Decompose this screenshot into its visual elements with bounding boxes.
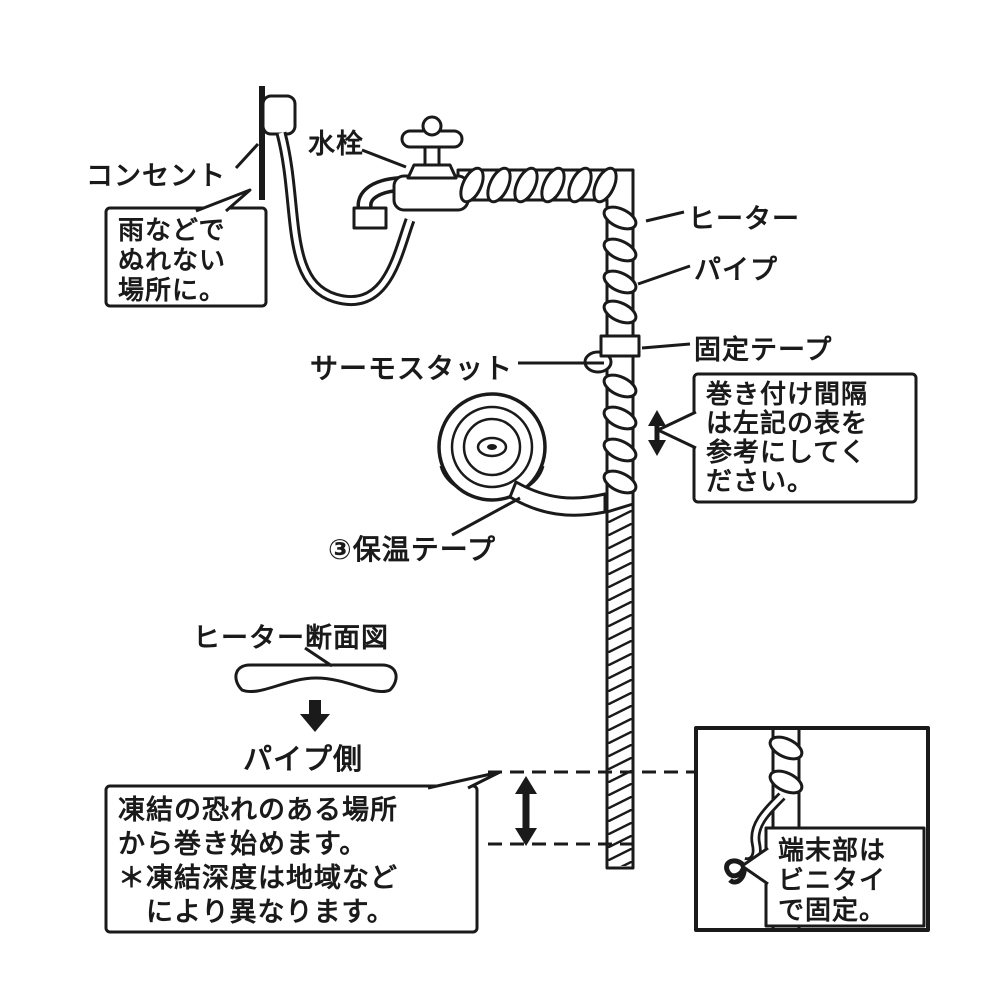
fixing-tape-label: 固定テープ <box>694 335 833 366</box>
interval-line-4: ださい。 <box>706 467 815 497</box>
terminal-callout-text: 端末部は ビニタイ で固定。 <box>778 836 886 926</box>
terminal-inset-box <box>694 726 930 932</box>
heater-label: ヒーター <box>688 204 800 235</box>
terminal-line-2: ビニタイ <box>778 866 887 896</box>
fixing-tape-band <box>599 334 641 358</box>
faucet-body <box>392 174 470 212</box>
interval-line-2: は左記の表を <box>706 409 869 439</box>
interval-callout-text: 巻き付け間隔 は左記の表を 参考にしてく ださい。 <box>706 381 868 497</box>
leader-pipe <box>637 264 691 286</box>
ground-lines <box>488 770 694 846</box>
freeze-line-2: から巻き始めます。 <box>118 829 368 860</box>
freeze-callout-text: 凍結の恐れのある場所 から巻き始めます。 ＊凍結深度は地域など により異なります… <box>118 794 398 930</box>
rain-line-1: 雨などで <box>118 216 226 246</box>
rain-callout-text: 雨などで ぬれない 場所に。 <box>118 216 226 306</box>
insulated-pipe-wrap <box>606 502 634 866</box>
interval-callout-box <box>656 372 918 504</box>
outlet-plug-icon <box>261 94 297 136</box>
pipe-label: パイプ <box>694 255 778 286</box>
depth-arrow <box>515 776 537 846</box>
tape-strip <box>508 480 607 517</box>
rain-line-3: 場所に。 <box>118 276 227 306</box>
leader-lines <box>234 142 691 668</box>
leader-outlet <box>234 142 260 170</box>
heater-coils <box>459 166 638 495</box>
pipe-side-label: パイプ側 <box>243 742 364 776</box>
leader-faucet <box>361 148 407 169</box>
rain-line-2: ぬれない <box>118 246 227 276</box>
leader-cross-section <box>304 646 333 668</box>
faucet <box>352 115 470 230</box>
cross-section-label: ヒーター断面図 <box>193 623 389 654</box>
interval-line-3: 参考にしてく <box>706 438 867 468</box>
tape-roll <box>437 392 547 502</box>
freeze-line-4: により異なります。 <box>118 897 395 928</box>
interval-line-1: 巻き付け間隔 <box>706 380 869 410</box>
interval-arrow <box>648 410 666 456</box>
leader-insulation-tape <box>451 496 521 537</box>
freeze-line-3: ＊凍結深度は地域など <box>118 863 398 894</box>
spout-tip <box>352 206 388 230</box>
freeze-callout-box <box>104 770 502 934</box>
freeze-line-1: 凍結の恐れのある場所 <box>118 795 398 826</box>
leader-fixing-tape <box>641 342 691 350</box>
terminal-line-3: で固定。 <box>778 896 887 926</box>
outlet-label: コンセント <box>86 161 226 192</box>
vinyl-tie <box>724 858 747 885</box>
rain-callout-box <box>104 188 268 308</box>
insulation-tape-label: ③保温テープ <box>328 533 497 566</box>
cross-section-shape <box>234 663 398 693</box>
faucet-label: 水栓 <box>308 129 364 160</box>
terminal-bubble <box>764 826 926 928</box>
terminal-line-1: 端末部は <box>778 836 887 866</box>
down-arrow-icon <box>300 700 330 732</box>
wall-and-outlet <box>259 86 416 306</box>
leader-heater <box>645 210 685 223</box>
thermostat-label: サーモスタット <box>310 352 514 385</box>
